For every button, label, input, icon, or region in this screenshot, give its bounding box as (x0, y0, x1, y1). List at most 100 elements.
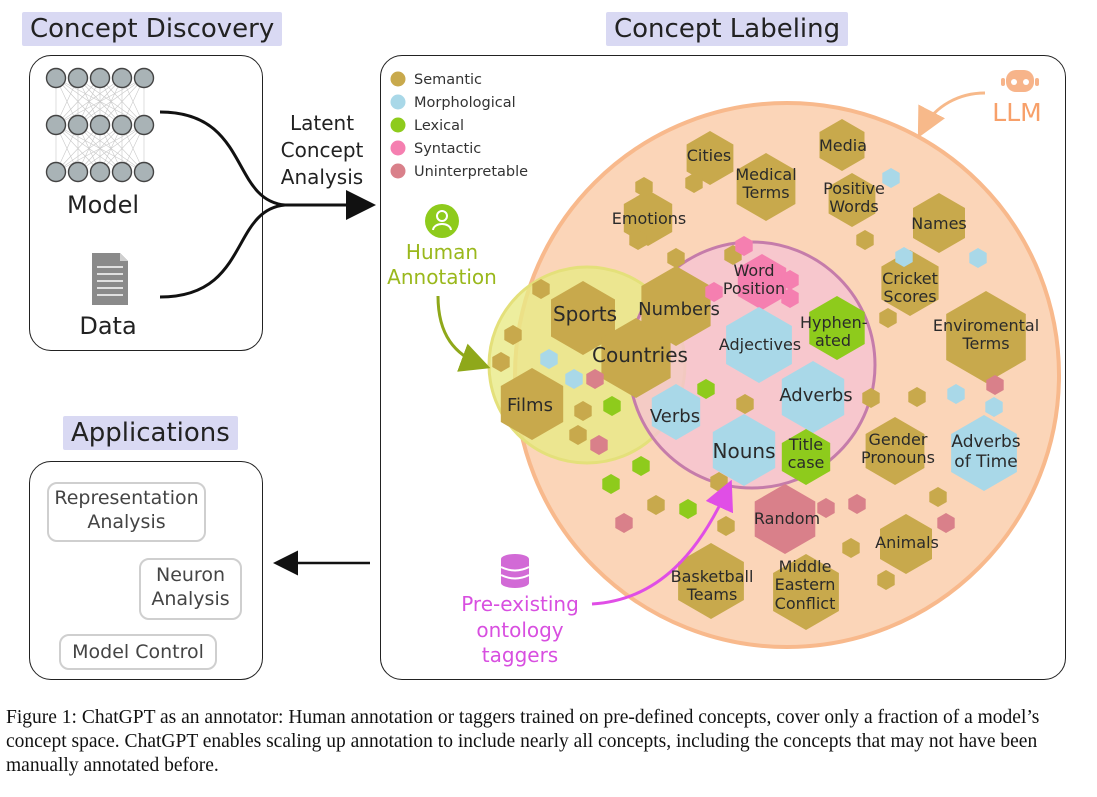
concept-hexagon (781, 288, 799, 308)
latent-line2: Concept (280, 138, 364, 162)
env-line1: Enviromental (932, 316, 1040, 335)
legend-swatch (390, 163, 406, 179)
legend-label: Syntactic (414, 141, 481, 157)
human-annotation-arrow (436, 295, 491, 372)
concept-hexagon (532, 279, 550, 299)
concept-hexagon (685, 173, 703, 193)
concept-hexagon (712, 414, 776, 486)
ontology-arrow (591, 479, 734, 606)
model-control-box[interactable]: Model Control (59, 634, 217, 670)
legend-swatch (390, 94, 406, 110)
concept-hexagon (504, 325, 522, 345)
llm-label: LLM (992, 98, 1042, 127)
concept-countries: Countries (592, 343, 688, 367)
gender-line1: Gender (868, 430, 928, 449)
nn-node (45, 114, 67, 136)
concept-hexagon (635, 177, 653, 197)
concept-hexagon (929, 487, 947, 507)
concept-hexagon (986, 375, 1004, 395)
concept-nouns: Nouns (712, 439, 776, 463)
concept-middle-eastern-conflict: Middle Eastern Conflict (766, 557, 844, 613)
concept-hexagon (492, 352, 510, 372)
concept-hexagon (737, 254, 787, 310)
llm-arrow (917, 91, 986, 138)
human-line2: Annotation (387, 265, 497, 289)
advtime-line1: Adverbs (951, 432, 1021, 452)
concept-hexagon (880, 514, 932, 574)
concept-verbs: Verbs (649, 406, 701, 427)
concept-adjectives: Adjectives (718, 335, 802, 354)
concept-hexagon (819, 119, 865, 171)
positive-line1: Positive (823, 179, 885, 198)
concept-hexagon (773, 554, 839, 630)
wordpos-line2: Position (722, 279, 786, 299)
nn-node (111, 114, 133, 136)
concept-cricket-scores: Cricket Scores (870, 269, 950, 307)
nn-node (67, 67, 89, 89)
concept-hexagon (781, 429, 831, 485)
neuron-analysis-box[interactable]: Neuron Analysis (139, 558, 242, 620)
middle-line1: Middle (778, 557, 832, 576)
concept-hexagon (678, 543, 744, 619)
concept-hexagon (879, 308, 897, 328)
nn-node (45, 67, 67, 89)
concept-hexagon (603, 396, 621, 416)
human-line1: Human (405, 240, 479, 264)
concept-hexagon (736, 394, 754, 414)
nn-node (133, 161, 155, 183)
ontology-line3: taggers (481, 643, 559, 668)
concept-hexagon (574, 401, 592, 421)
gender-line2: Pronouns (861, 448, 935, 468)
concept-hexagon (877, 570, 895, 590)
latent-concept-analysis-label: Latent Concept Analysis (268, 110, 376, 191)
concept-hexagon (540, 349, 558, 369)
concept-hexagon (913, 193, 965, 253)
title-line2: case (787, 453, 825, 473)
hyphen-line2: ated (814, 331, 852, 351)
applications-header: Applications (63, 416, 238, 450)
nn-node (89, 161, 111, 183)
concept-emotions: Emotions (611, 209, 687, 228)
concept-hexagon (842, 538, 860, 558)
concept-hexagon (590, 435, 608, 455)
concept-names: Names (911, 214, 967, 233)
legend-label: Semantic (414, 72, 482, 88)
advtime-line2: of Time (954, 451, 1018, 472)
wordpos-line1: Word (733, 261, 775, 280)
concept-hexagon (862, 388, 880, 408)
medical-line1: Medical (735, 165, 797, 184)
ontology-taggers-label: Pre-existing ontology taggers (452, 592, 588, 669)
concept-hexagon (736, 153, 796, 221)
concept-positive-words: Positive Words (812, 179, 896, 217)
latent-line1: Latent (289, 111, 355, 135)
concept-discovery-header: Concept Discovery (22, 12, 283, 46)
legend-label: Uninterpretable (414, 164, 528, 180)
title-line1: Title (788, 435, 824, 454)
concept-hexagon (601, 318, 671, 398)
concept-hexagon (908, 387, 926, 407)
person-icon (425, 204, 459, 238)
legend: SemanticMorphologicalLexicalSyntacticUni… (390, 71, 528, 180)
nn-node (111, 67, 133, 89)
concept-medical-terms: Medical Terms (724, 165, 808, 203)
representation-analysis-box[interactable]: Representation Analysis (47, 482, 206, 542)
human-annotation-label: Human Annotation (380, 240, 504, 290)
concept-hexagon (946, 291, 1026, 383)
concept-hexagon (828, 173, 876, 227)
concept-hexagon (951, 415, 1017, 491)
concept-hexagon (781, 270, 799, 290)
neuron-line1: Neuron (155, 564, 225, 586)
nn-node (67, 161, 89, 183)
env-line2: Terms (962, 334, 1010, 354)
cricket-line1: Cricket (882, 269, 938, 288)
concept-hexagon (641, 266, 711, 346)
nn-node (89, 114, 111, 136)
legend-swatch (390, 117, 406, 133)
basket-line1: Basketball (670, 567, 754, 586)
rep-line1: Representation (54, 487, 199, 509)
latent-analysis-arrow (159, 110, 376, 299)
concept-hyphenated: Hyphen- ated (800, 313, 868, 351)
concept-markers (492, 119, 1026, 630)
concept-hexagon (882, 168, 900, 188)
nn-node (133, 67, 155, 89)
